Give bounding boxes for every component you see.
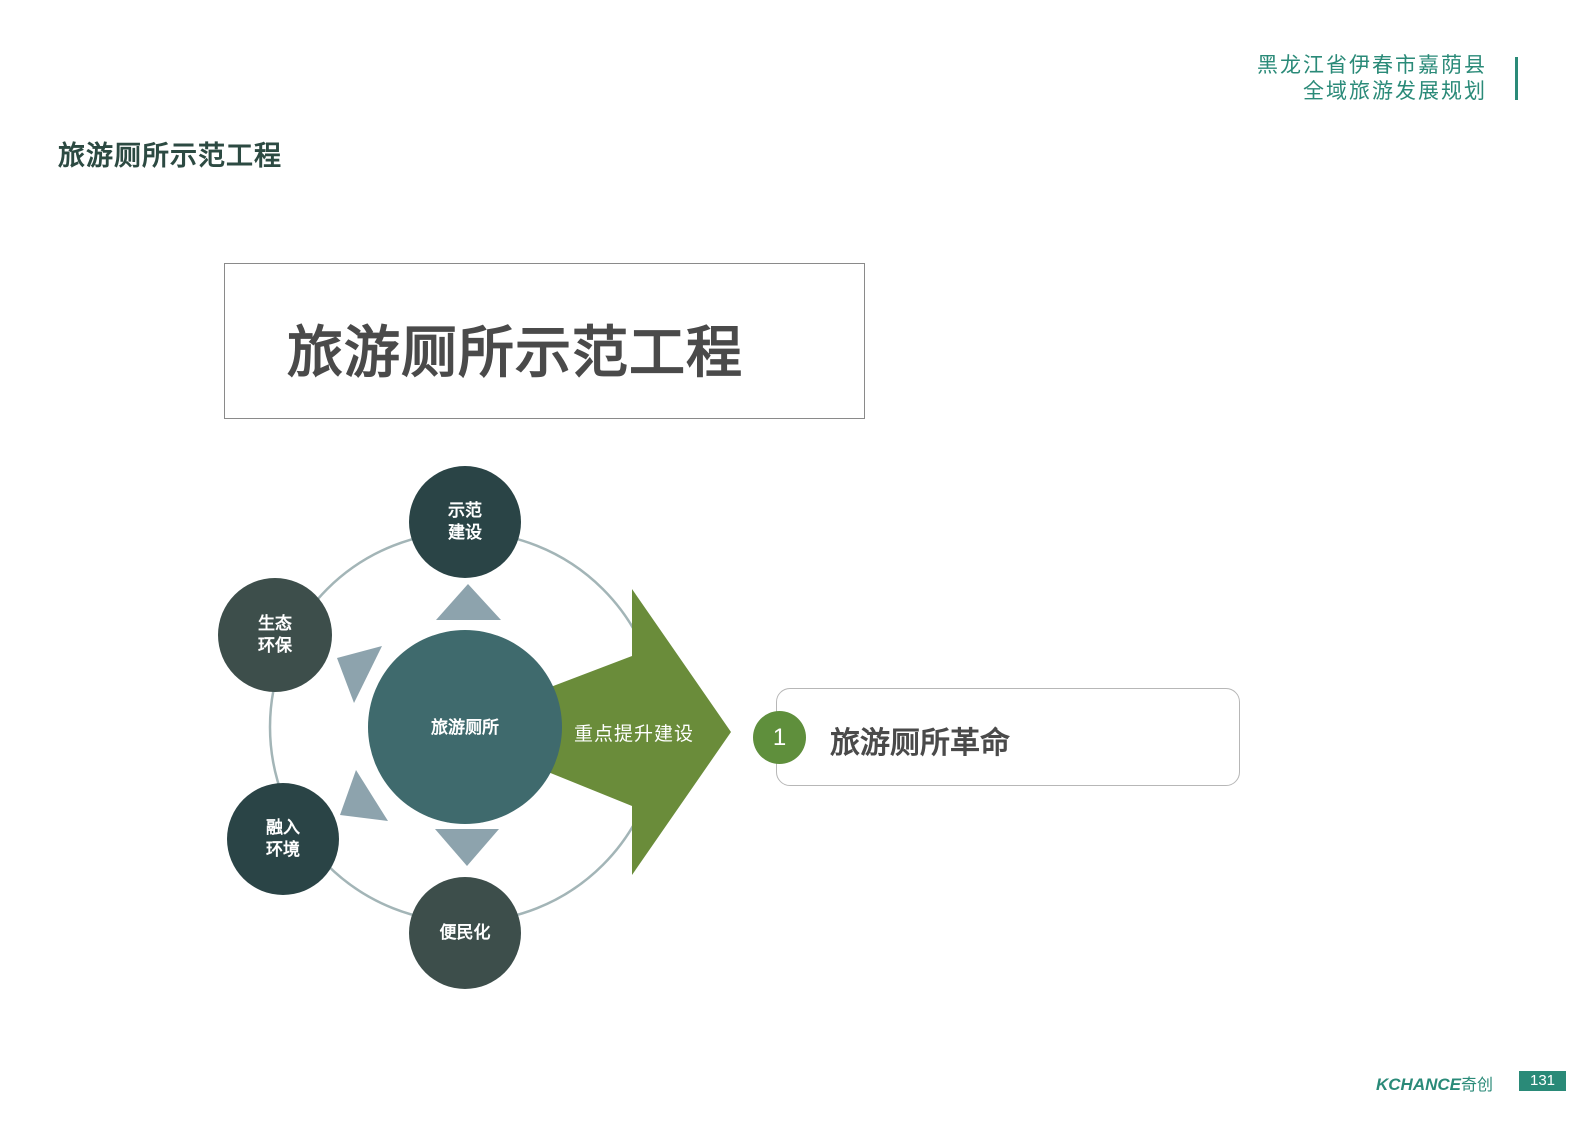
triangle-top: [436, 584, 501, 620]
upgrade-arrow: [548, 589, 731, 875]
arrow-label: 重点提升建设: [574, 723, 695, 745]
document-title: 黑龙江省伊春市嘉荫县 全域旅游发展规划: [1257, 52, 1487, 104]
node-eco-friendly: [218, 578, 332, 692]
page-number: 131: [1519, 1071, 1566, 1091]
node-demo-construction: [409, 466, 521, 578]
node-label-bottom: 便民化: [439, 923, 491, 943]
node-convenience: [409, 877, 521, 989]
node-label-upper-left: 生态 环保: [258, 614, 292, 656]
triangle-bottom: [435, 829, 499, 866]
result-text: 旅游厕所革命: [830, 726, 1010, 761]
result-box: [776, 688, 1240, 786]
brand-logo: KCHANCE奇创: [1376, 1071, 1493, 1095]
triangle-lower-left: [340, 770, 388, 821]
title-box-text: 旅游厕所示范工程: [287, 321, 743, 386]
brand-name-cn: 奇创: [1461, 1077, 1494, 1094]
center-label: 旅游厕所: [431, 718, 499, 738]
document-title-line2: 全域旅游发展规划: [1303, 79, 1487, 103]
triangle-upper-left: [337, 646, 382, 703]
page-heading: 旅游厕所示范工程: [58, 141, 282, 172]
node-label-lower-left: 融入 环境: [266, 818, 300, 860]
center-circle: [368, 630, 562, 824]
brand-name: KCHANCE: [1376, 1075, 1461, 1094]
title-box: 旅游厕所示范工程: [224, 263, 865, 419]
result-number-badge: 1: [753, 711, 806, 764]
document-title-line1: 黑龙江省伊春市嘉荫县: [1257, 53, 1487, 77]
node-label-top: 示范 建设: [448, 501, 482, 543]
header-accent-bar: [1515, 57, 1518, 100]
node-blend-environment: [227, 783, 339, 895]
